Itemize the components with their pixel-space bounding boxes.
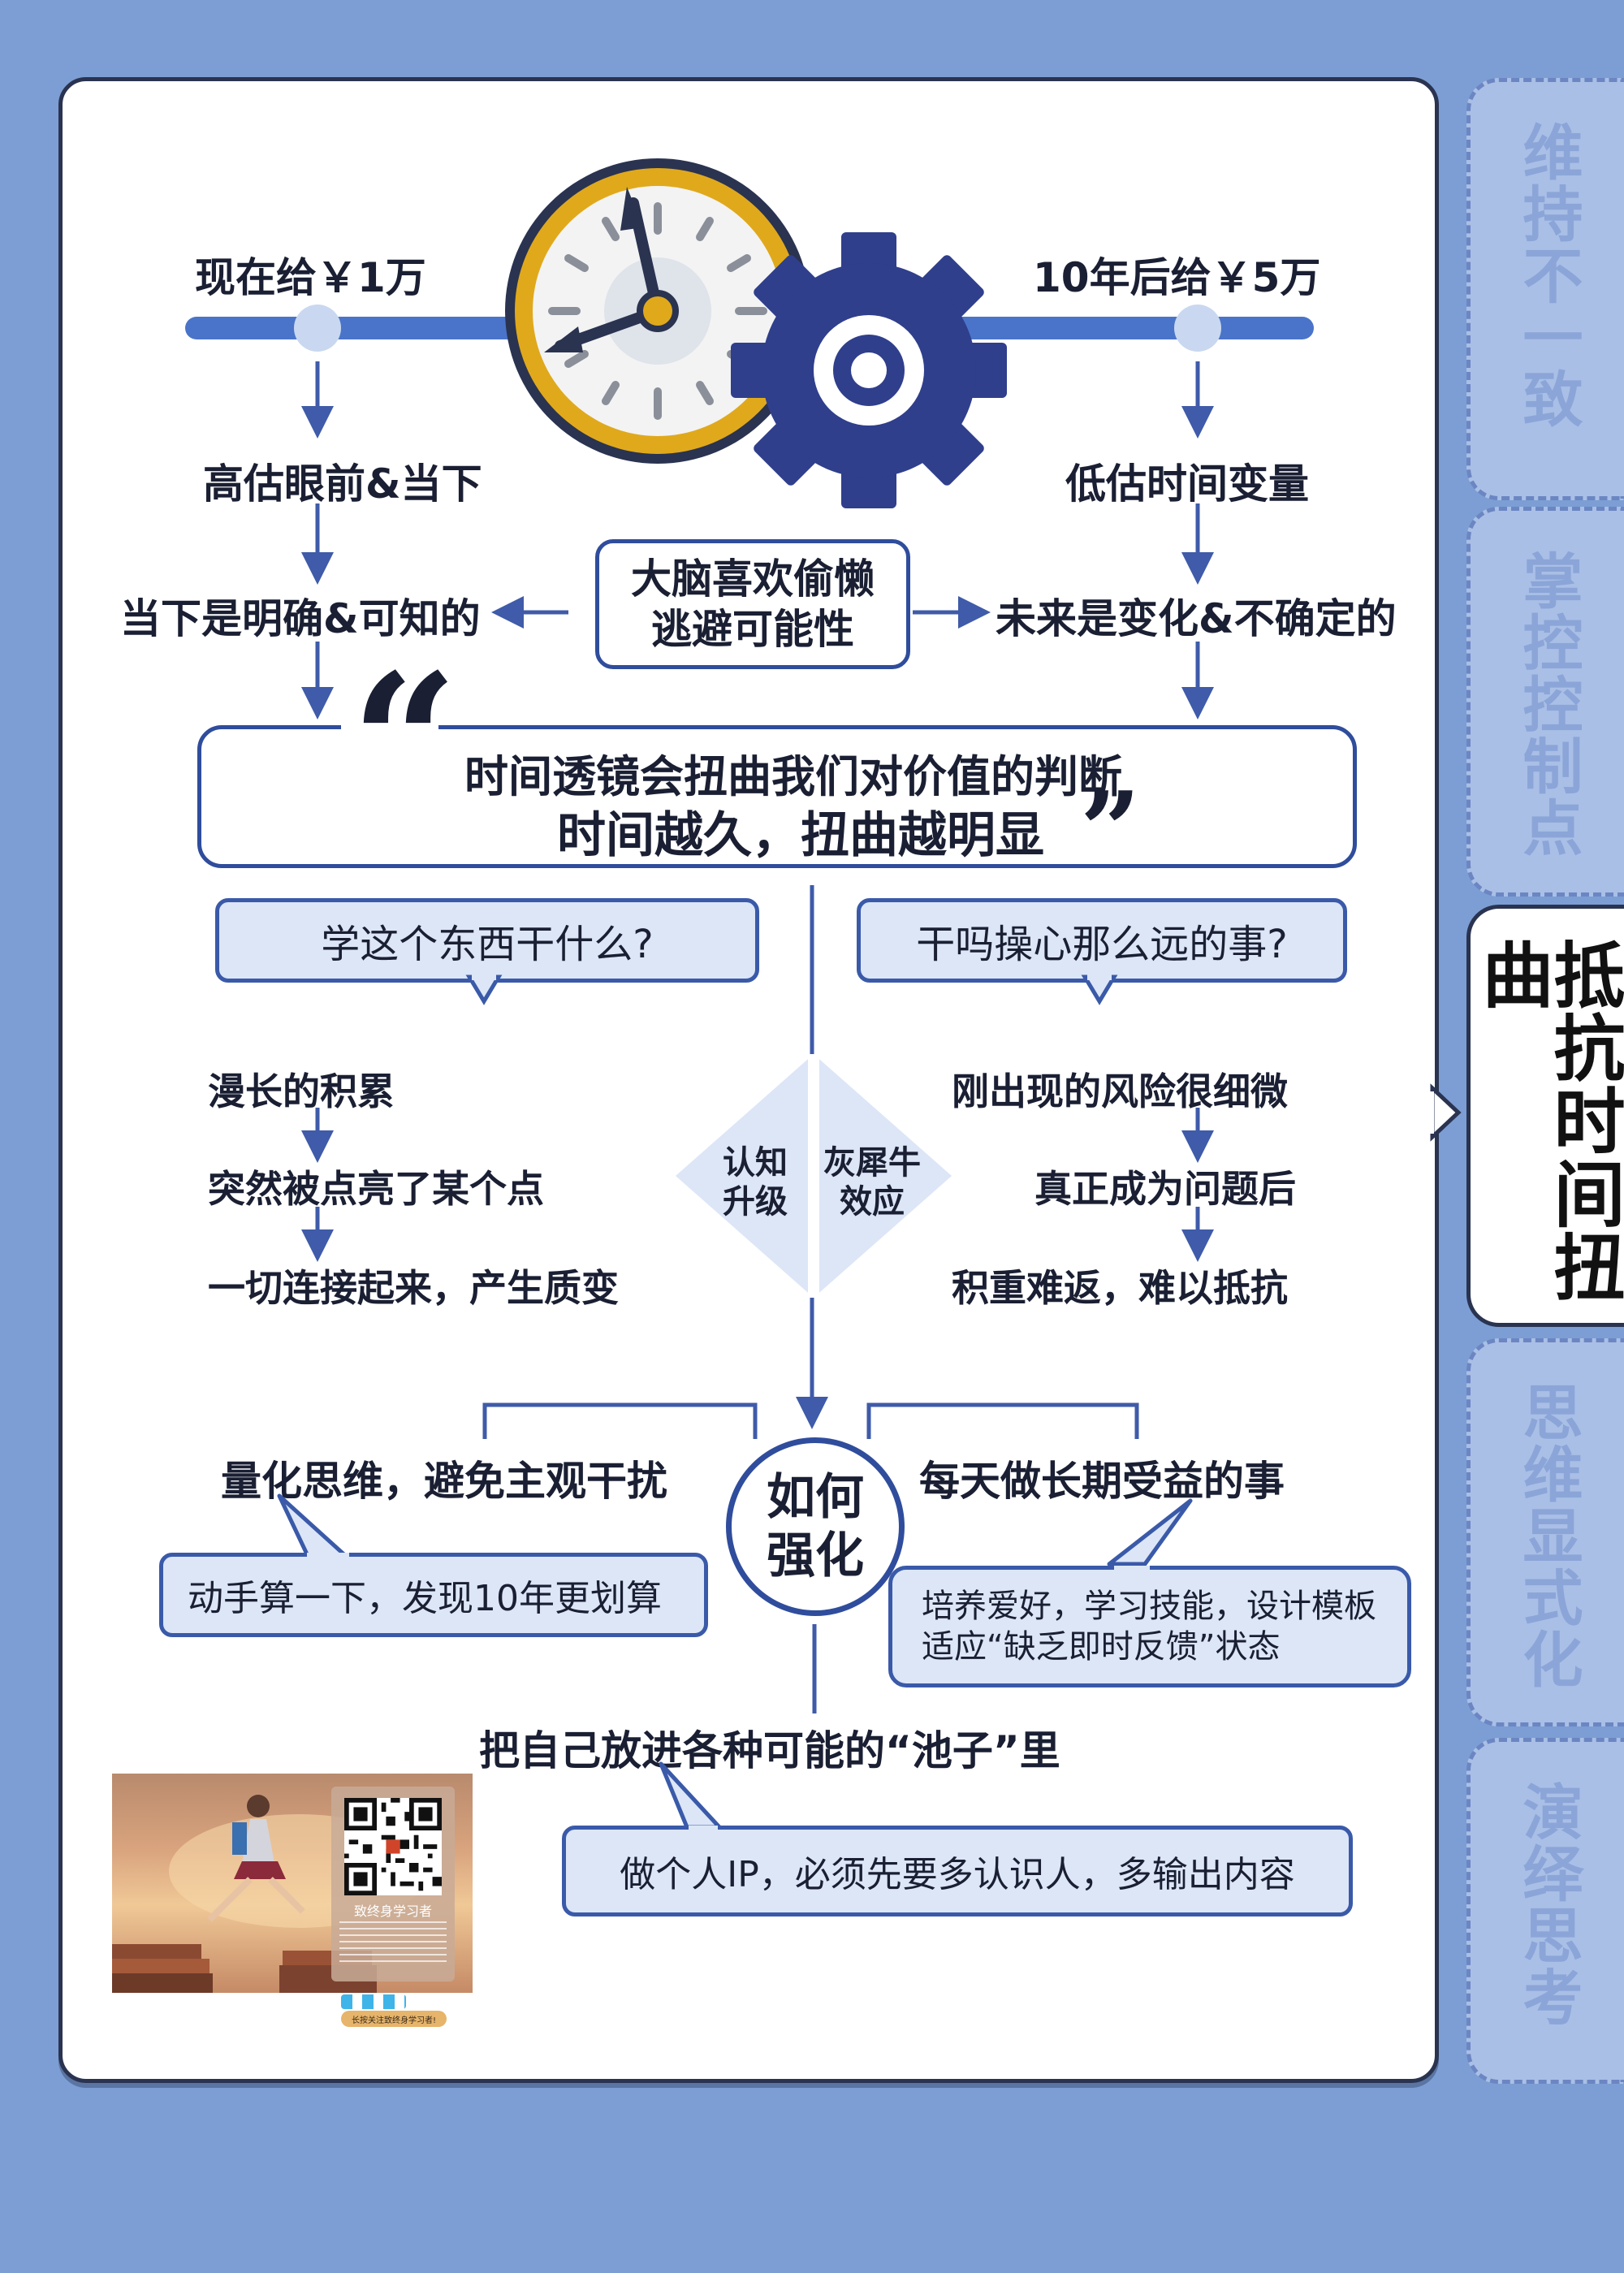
quote-close-mark: ” [1080,768,1141,892]
diamond-left-text: 认知 升级 [723,1144,788,1221]
brain-box-line1: 大脑喜欢偷懒 [631,555,875,603]
bubble-right: 干吗操心那么远的事? [857,898,1347,983]
promo-footer-text: 长按关注致终身学习者! [351,2016,436,2025]
tab-explicit-thinking[interactable]: 思维显式化 [1466,1338,1624,1726]
right-note-line2: 适应“缺乏即时反馈”状态 [922,1628,1281,1666]
brain-box-line2: 逃避可能性 [651,606,854,653]
tab-label: 抵抗时间扭曲 [1471,938,1624,1303]
strengthen-bottom-title: 把自己放进各种可能的“池子”里 [479,1727,1060,1774]
quote-line1: 时间透镜会扭曲我们对价值的判断 [464,751,1122,802]
brain-lazy-box: 大脑喜欢偷懒 逃避可能性 [595,539,910,669]
how-strengthen-line2: 强化 [767,1528,864,1584]
left-note-box: 动手算一下，发现10年更划算 [159,1553,708,1637]
bubble-right-tail [1081,972,1118,1005]
tab-maintain-inconsistency[interactable]: 维持不一致 [1466,78,1624,500]
bottom-note-text: 做个人IP，必须先要多认识人，多输出内容 [620,1854,1295,1895]
left-chain-1: 漫长的积累 [208,1070,395,1113]
quote-box [197,725,1357,868]
left-flow-1: 高估眼前&当下 [203,460,482,508]
left-note-tail-cover [307,1553,349,1561]
bubble-left-tail [465,972,503,1005]
strengthen-right-title: 每天做长期受益的事 [919,1458,1285,1505]
right-note-box: 培养爱好，学习技能，设计模板 适应“缺乏即时反馈”状态 [888,1566,1411,1687]
bubble-left: 学这个东西干什么? [215,898,759,983]
timeline-left-label: 现在给￥1万 [195,254,426,301]
right-flow-1: 低估时间变量 [1065,460,1309,508]
qr-card: 致终身学习者 [331,1787,455,1981]
tab-deductive-thinking[interactable]: 演绎思考 [1466,1738,1624,2084]
tab-label: 演绎思考 [1513,1781,1583,2028]
right-flow-2: 未来是变化&不确定的 [996,595,1397,642]
left-chain-2: 突然被点亮了某个点 [208,1167,544,1211]
quote-open-mark: “ [351,633,459,853]
left-note-text: 动手算一下，发现10年更划算 [188,1578,662,1619]
diamond-right-text: 灰犀牛 效应 [823,1144,921,1221]
strengthen-left-title: 量化思维，避免主观干扰 [221,1458,667,1505]
promo-image: 致终身学习者 [112,1774,473,1993]
card-pointer [1427,1083,1462,1142]
tab-resist-time-distortion[interactable]: 抵抗时间扭曲 [1466,905,1624,1327]
left-note-tail [277,1493,350,1560]
right-chain-2: 真正成为问题后 [1034,1167,1296,1211]
tab-control-point[interactable]: 掌控控制点 [1466,507,1624,897]
bubble-right-text: 干吗操心那么远的事? [916,922,1288,967]
quote-open-mark-bg [341,700,438,749]
tab-label: 维持不一致 [1513,121,1583,430]
qr-code-icon [344,1798,442,1895]
diamond-shape [676,1054,952,1298]
bubble-left-text: 学这个东西干什么? [321,922,654,967]
left-chain-3: 一切连接起来，产生质变 [208,1266,619,1310]
timeline-right-label: 10年后给￥5万 [1033,254,1321,301]
how-strengthen-circle: 如何 强化 [726,1437,905,1616]
tab-label: 思维显式化 [1513,1381,1583,1690]
promo-footer-arrows [341,1994,406,2009]
left-flow-2: 当下是明确&可知的 [120,595,481,642]
timeline-dot-left [294,305,341,352]
right-note-tail-cover [1114,1566,1150,1574]
quote-line2: 时间越久，扭曲越明显 [557,807,1044,864]
timeline-dot-right [1174,305,1221,352]
bottom-note-box: 做个人IP，必须先要多认识人，多输出内容 [562,1826,1353,1916]
promo-footer: 长按关注致终身学习者! [341,2011,447,2027]
right-chain-3: 积重难返，难以抵抗 [952,1266,1288,1310]
how-strengthen-line1: 如何 [767,1469,864,1526]
qr-fine-print [339,1921,447,1964]
right-note-tail [1107,1498,1193,1566]
right-chain-1: 刚出现的风险很细微 [952,1070,1288,1113]
right-note-line1: 培养爱好，学习技能，设计模板 [922,1588,1376,1625]
bottom-note-tail [659,1761,722,1830]
tab-label: 掌控控制点 [1513,550,1583,858]
qr-caption: 致终身学习者 [353,1904,432,1919]
bottom-note-tail-cover [689,1826,718,1834]
gear-icon [731,232,1007,508]
